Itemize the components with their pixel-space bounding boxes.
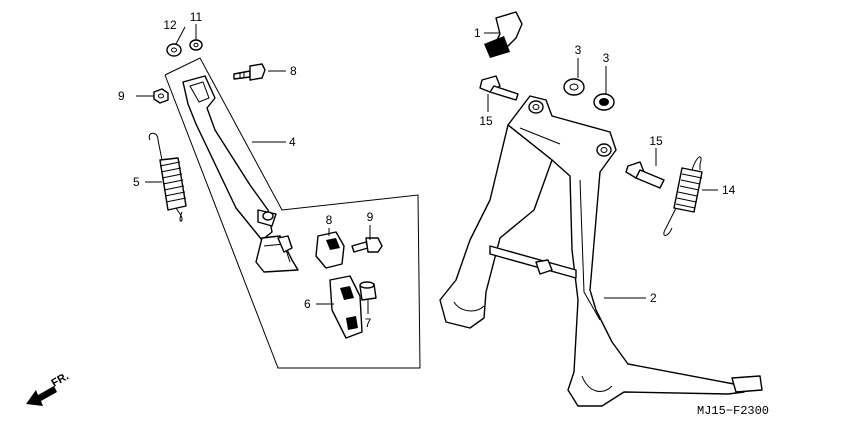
callout-6: 6 xyxy=(304,297,311,311)
drawing-code: MJ15−F2300 xyxy=(697,404,769,418)
callout-9: 9 xyxy=(367,210,374,224)
callout-15a: 15 xyxy=(479,114,493,128)
callout-4: 4 xyxy=(289,135,296,149)
callout-11: 9 xyxy=(118,89,125,103)
spring-14 xyxy=(663,156,703,236)
collar-7 xyxy=(359,281,377,301)
callout-3a: 3 xyxy=(575,43,582,57)
direction-label: FR. xyxy=(50,370,71,389)
callout-12: 11 xyxy=(190,10,203,24)
washer-12 xyxy=(189,39,203,51)
callout-2: 2 xyxy=(650,291,657,305)
callout-3b: 3 xyxy=(603,51,610,65)
spring-5 xyxy=(148,132,187,222)
callout-15b: 15 xyxy=(649,134,663,148)
washer-3b xyxy=(593,93,615,111)
bolt-10 xyxy=(233,63,266,81)
main-stand-2 xyxy=(439,95,763,407)
callout-7: 7 xyxy=(365,316,372,330)
nut-11 xyxy=(153,88,169,104)
callout-14: 14 xyxy=(722,183,736,197)
callout-13: 12 xyxy=(163,18,177,32)
callout-1: 1 xyxy=(474,26,481,40)
direction-indicator: FR. xyxy=(26,370,71,406)
side-stand-switch-8 xyxy=(315,231,345,269)
callout-5: 5 xyxy=(133,175,140,189)
leader-lines xyxy=(136,24,718,314)
side-stand-4 xyxy=(182,75,299,273)
bolt-15a xyxy=(479,75,519,101)
callout-10: 8 xyxy=(290,64,297,78)
washer-13 xyxy=(166,43,182,57)
bracket-6 xyxy=(329,275,363,339)
bolt-15b xyxy=(625,161,665,189)
front-arrow-icon xyxy=(26,386,57,406)
bolt-9 xyxy=(351,237,383,253)
bracket-1 xyxy=(484,11,523,58)
callout-8: 8 xyxy=(326,213,333,227)
washer-3a xyxy=(563,78,585,96)
assembly-boundary xyxy=(164,57,421,369)
